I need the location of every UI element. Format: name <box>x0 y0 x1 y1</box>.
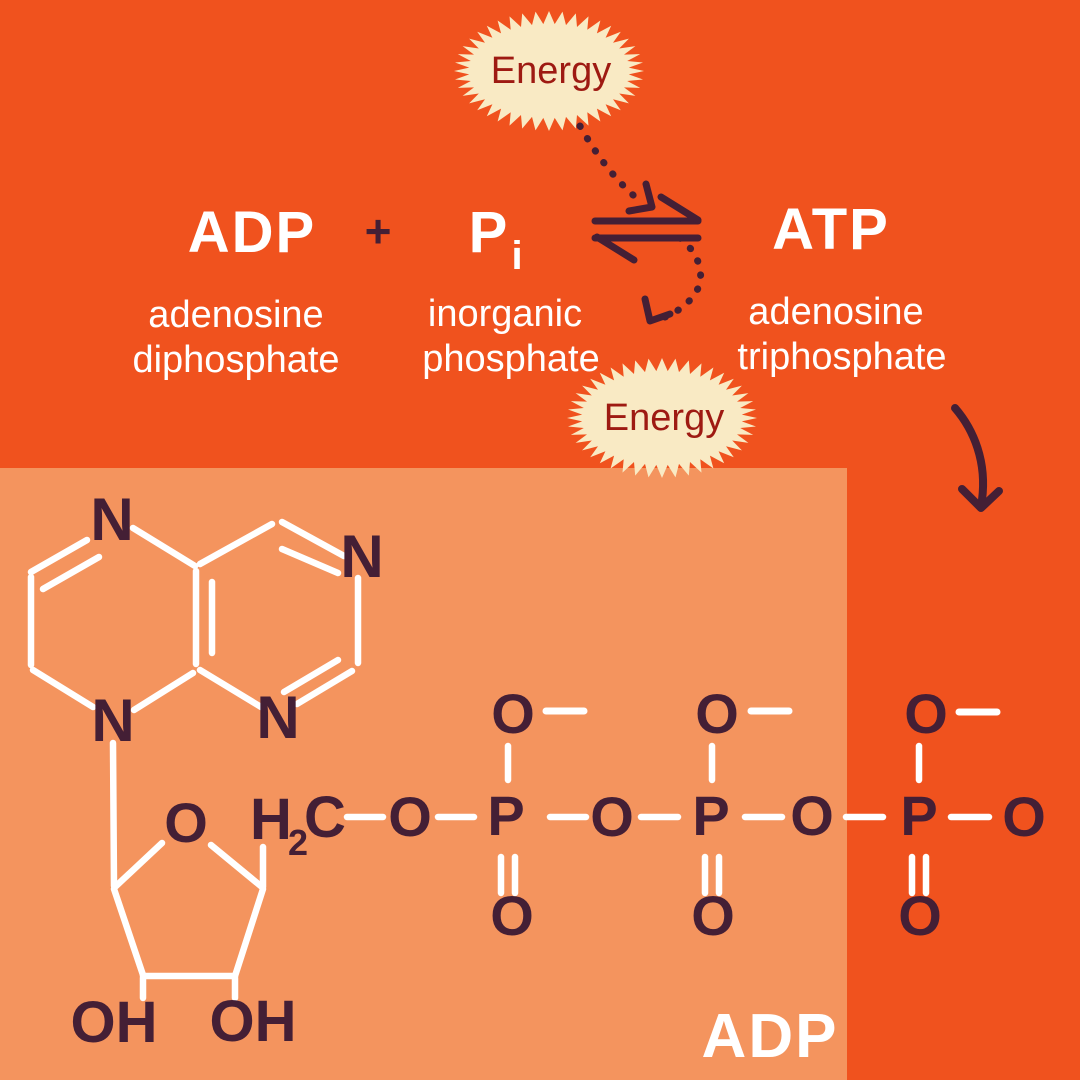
equilibrium-arrows <box>591 193 702 264</box>
pi-name-line1: inorganic <box>427 293 583 335</box>
adp-symbol: ADP <box>187 200 317 265</box>
atp-name-line2: triphosphate <box>737 336 947 378</box>
atp-name-line1: adenosine <box>748 291 924 333</box>
atom-p1: P <box>487 784 525 847</box>
energy-release-arrow <box>641 234 705 325</box>
pi-symbol: P <box>468 200 510 265</box>
pi-name-line2: phosphate <box>422 338 600 380</box>
atom-p1-bottom-o: O <box>490 884 534 947</box>
atom-p3-bottom-o: O <box>898 884 942 947</box>
atom-oh-left: OH <box>70 990 158 1055</box>
atp-symbol: ATP <box>772 197 890 262</box>
atom-h2c-h: H <box>250 787 292 852</box>
energy-in-label: Energy <box>490 50 612 92</box>
atp-flow-arrow <box>951 404 1003 512</box>
pi-subscript: i <box>511 234 523 278</box>
energy-out-label: Energy <box>603 397 725 439</box>
atom-n1: N <box>90 486 134 553</box>
atom-ring-oxygen: O <box>164 791 208 854</box>
adp-molecule-label: ADP <box>701 1002 839 1071</box>
energy-in-starburst <box>454 11 644 131</box>
purine-ring-bonds <box>27 518 362 714</box>
energy-input-arrow <box>576 122 656 215</box>
atom-h2c-c: C <box>304 785 346 850</box>
atom-p3-top-o: O <box>904 682 948 745</box>
atom-p2: P <box>692 784 730 847</box>
atom-oh-right: OH <box>209 989 297 1054</box>
charge-minus-dashes <box>542 707 1001 716</box>
phosphate-bonds <box>343 742 993 897</box>
atom-bridge-o1: O <box>388 785 432 848</box>
atom-p3: P <box>900 784 938 847</box>
atom-bridge-o3: O <box>790 784 834 847</box>
atom-terminal-o: O <box>1002 785 1046 848</box>
atom-p2-top-o: O <box>695 682 739 745</box>
adp-name-line2: diphosphate <box>132 339 340 381</box>
ribose-bonds <box>109 739 267 1002</box>
atom-n2: N <box>340 523 384 590</box>
atom-bridge-o2: O <box>590 785 634 848</box>
adp-name-line1: adenosine <box>148 294 324 336</box>
atom-p2-bottom-o: O <box>691 884 735 947</box>
atom-h2c-subscript: 2 <box>287 822 309 863</box>
atom-p1-top-o: O <box>491 682 535 745</box>
plus-sign: + <box>364 205 392 257</box>
atom-n4: N <box>256 684 300 751</box>
energy-out-starburst <box>567 358 757 478</box>
atom-n3: N <box>91 687 135 754</box>
